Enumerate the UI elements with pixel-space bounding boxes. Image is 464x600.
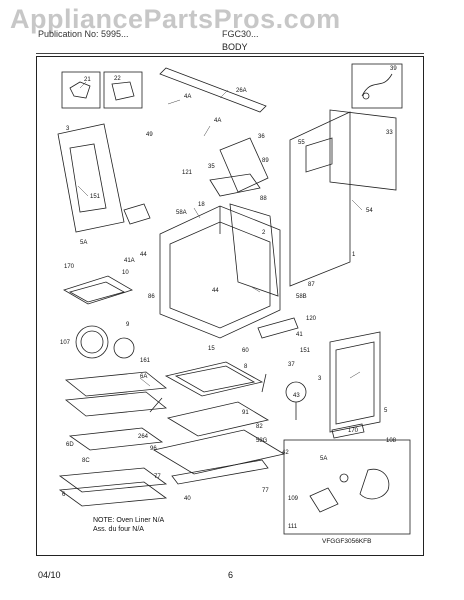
callout-264: 264: [138, 434, 149, 440]
publication-header: Publication No: 5995...: [38, 29, 129, 39]
callout-151-left: 151: [90, 194, 101, 200]
callout-44-left: 44: [140, 252, 147, 258]
callout-10: 10: [122, 270, 129, 276]
callout-86: 86: [148, 294, 155, 300]
callout-108: 108: [386, 438, 397, 444]
footer-date: 04/10: [38, 570, 61, 580]
callout-58a: 58A: [176, 210, 187, 216]
callout-26a: 26A: [236, 88, 247, 94]
callout-35: 35: [208, 164, 215, 170]
callout-111: 111: [288, 524, 298, 530]
callout-89: 89: [262, 158, 269, 164]
header-rule: [36, 53, 424, 54]
callout-1: 1: [352, 252, 356, 258]
callout-9: 8: [244, 364, 248, 370]
callout-54: 54: [366, 208, 373, 214]
part-box-108: [283, 439, 411, 535]
callout-107: 107: [60, 340, 71, 346]
callout-60: 60: [242, 348, 249, 354]
oven-liner-note: NOTE: Oven Liner N/A Ass. du four N/A: [93, 516, 164, 534]
callout-87: 87: [308, 282, 315, 288]
callout-96: 96: [150, 446, 157, 452]
callout-15: 15: [208, 346, 215, 352]
callout-41: 41: [296, 332, 303, 338]
watermark: AppliancePartsPros.com: [10, 4, 341, 34]
callout-36: 36: [258, 134, 265, 140]
callout-170-left: 170: [64, 264, 75, 270]
callout-161: 161: [140, 358, 151, 364]
note-line-english: NOTE: Oven Liner N/A: [93, 517, 165, 524]
diagram-code: VFGGF3056KFB: [322, 538, 372, 545]
callout-170-right: 170: [348, 428, 359, 434]
callout-88: 88: [260, 196, 267, 202]
callout-4a: 4A: [214, 118, 221, 124]
callout-18: 18: [198, 202, 205, 208]
callout-58g: 58G: [256, 438, 268, 444]
model-header: FGC30...: [222, 29, 259, 39]
callout-5-right: 5: [384, 408, 388, 414]
diagram-frame: [36, 56, 424, 556]
callout-37: 37: [288, 362, 295, 368]
callout-109: 109: [288, 496, 299, 502]
footer-page-number: 6: [228, 570, 234, 580]
callout-77-right: 77: [262, 488, 269, 494]
callout-33: 33: [386, 130, 393, 136]
part-box-22: [103, 71, 143, 109]
callout-8c: 8C: [82, 458, 90, 464]
callout-77-left: 77: [154, 474, 161, 480]
callout-2: 2: [262, 230, 266, 236]
callout-82: 82: [256, 424, 263, 430]
callout-151-right: 151: [300, 348, 311, 354]
part-box-21: [61, 71, 101, 109]
callout-3-right: 3: [318, 376, 322, 382]
callout-5a-left: 5A: [80, 240, 87, 246]
callout-6: 6: [62, 492, 66, 498]
callout-44: 44: [212, 288, 219, 294]
callout-6a: 6A: [140, 374, 147, 380]
note-line-french: Ass. du four N/A: [93, 526, 144, 533]
callout-39: 39: [390, 66, 397, 72]
callout-120: 120: [306, 316, 317, 322]
callout-55: 55: [298, 140, 305, 146]
callout-6d: 6D: [66, 442, 74, 448]
callout-43: 43: [293, 393, 300, 399]
callout-9-left: 9: [126, 322, 130, 328]
section-title: BODY: [222, 42, 248, 52]
callout-4a-top: 4A: [184, 94, 191, 100]
part-box-39: [351, 63, 403, 109]
callout-22: 22: [114, 76, 121, 82]
callout-5a-right: 5A: [320, 456, 327, 462]
callout-49: 49: [146, 132, 153, 138]
callout-42: 42: [282, 450, 289, 456]
callout-40: 40: [184, 496, 191, 502]
callout-91: 91: [242, 410, 249, 416]
callout-21: 21: [84, 77, 91, 83]
callout-3-top: 3: [66, 126, 70, 132]
callout-121: 121: [182, 170, 193, 176]
callout-58b: 58B: [296, 294, 307, 300]
callout-41a: 41A: [124, 258, 135, 264]
